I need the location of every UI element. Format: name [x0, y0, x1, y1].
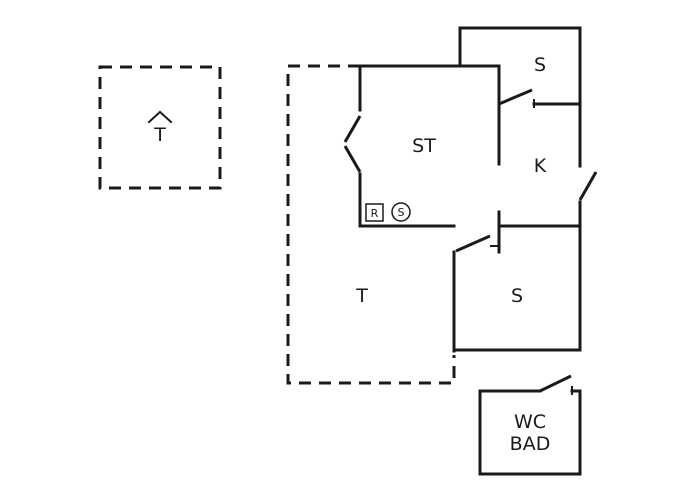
stove-label: S: [398, 206, 405, 219]
terrace-area: T: [286, 64, 456, 385]
stove-circle: [391, 202, 411, 222]
bedroom-top-label: S: [534, 54, 546, 76]
bedroom-top: S: [458, 26, 582, 106]
roofed-terrace-area: T: [98, 65, 222, 190]
bedroom-bottom: S: [452, 224, 582, 353]
bathroom-label-bad: BAD: [510, 433, 551, 455]
terrace-outline: [286, 64, 456, 385]
roofed-terrace-outline: [98, 65, 222, 190]
terrace-double-door[interactable]: [343, 115, 362, 173]
bathroom-label-wc: WC: [514, 411, 546, 433]
bathroom-door[interactable]: [539, 374, 573, 395]
kitchen-exterior-door[interactable]: [578, 171, 598, 201]
stove-symbol: S: [391, 202, 411, 222]
bathroom: WC BAD: [478, 389, 582, 476]
living-room: ST: [358, 64, 501, 228]
bathroom-door-leaf: [539, 374, 572, 393]
bathroom-walls: [478, 389, 582, 476]
radiator-symbol: R: [365, 203, 384, 222]
bedroom-top-door-leaf: [498, 88, 533, 106]
terrace-door-leaf-lower: [343, 145, 362, 173]
kitchen-door-leaf: [578, 171, 598, 201]
hallway-door-leaf: [455, 234, 491, 253]
radiator-box: [365, 203, 384, 222]
roof-caret-icon: [147, 110, 173, 124]
bedroom-top-door[interactable]: [498, 88, 535, 108]
radiator-label: R: [371, 207, 379, 220]
terrace-door-leaf-upper: [343, 115, 362, 143]
kitchen-label: K: [534, 155, 547, 177]
kitchen: K: [497, 102, 582, 228]
terrace-label: T: [355, 285, 368, 307]
roofed-terrace-label: T: [153, 124, 166, 146]
hallway-door[interactable]: [455, 210, 501, 254]
living-room-label: ST: [412, 135, 436, 157]
bedroom-bottom-label: S: [511, 285, 523, 307]
